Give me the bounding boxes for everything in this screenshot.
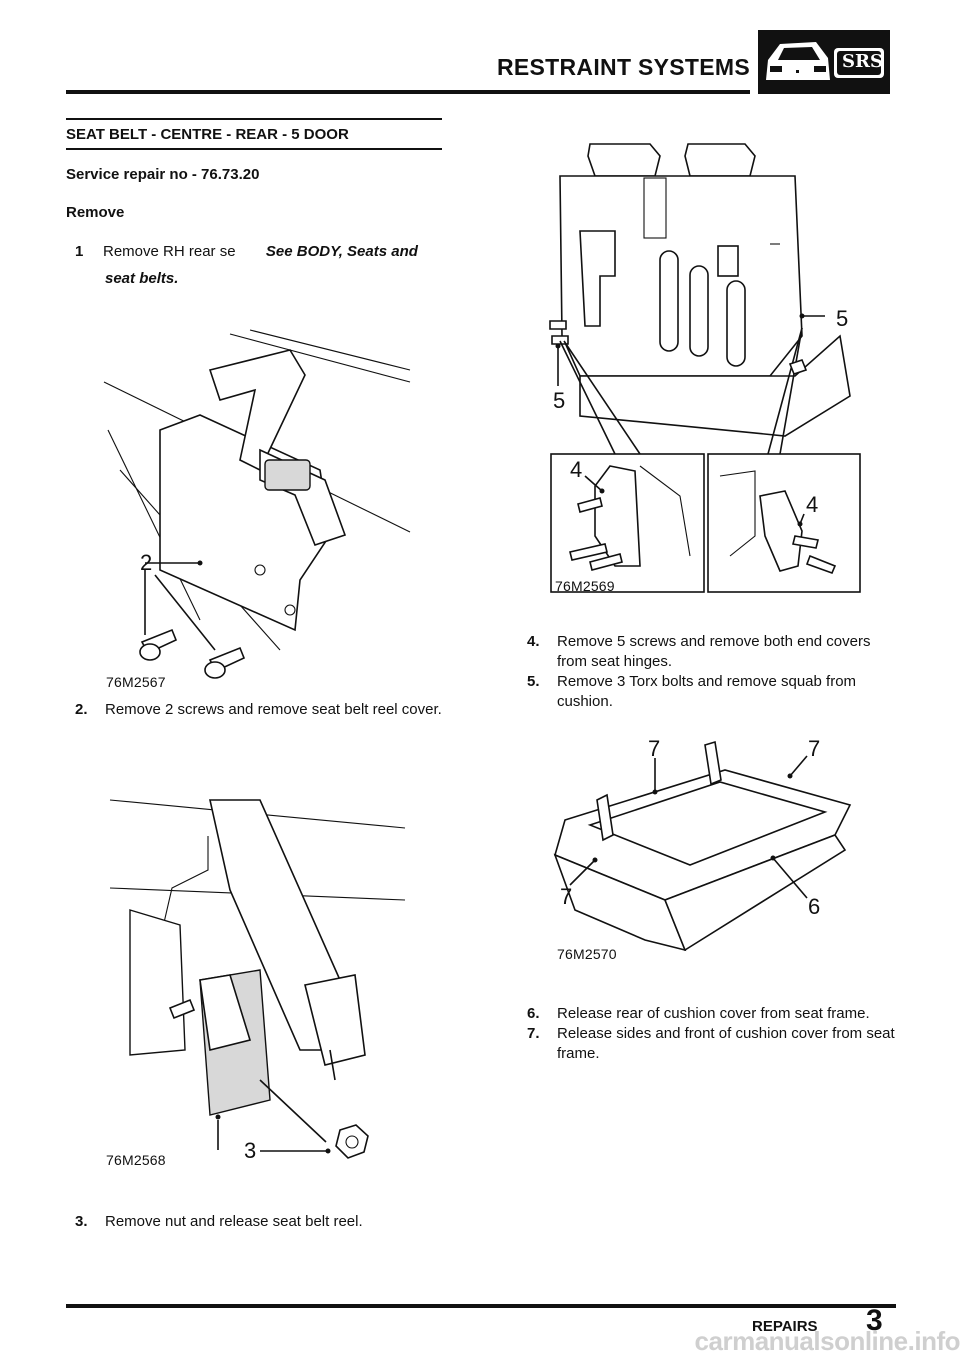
step-4: 4. Remove 5 screws and remove both end c…: [527, 632, 902, 672]
header-rule: [66, 90, 750, 94]
srs-car-icon: [766, 42, 884, 80]
srs-logo: SRS: [758, 30, 890, 94]
step-number: 1: [75, 243, 84, 260]
step-number: 2.: [75, 701, 88, 718]
step-5: 5. Remove 3 Torx bolts and remove squab …: [527, 672, 902, 712]
footer-rule: [66, 1304, 896, 1308]
page-number: 3: [866, 1304, 883, 1337]
figure-label-76M2569: 76M2569: [555, 578, 615, 594]
cross-reference-link[interactable]: See BODY, Seats and: [265, 243, 418, 260]
cross-reference-link-cont[interactable]: seat belts.: [105, 270, 179, 287]
page-header-title: RESTRAINT SYSTEMS: [496, 54, 750, 80]
figure-label-76M2570: 76M2570: [557, 946, 617, 962]
step-number: 3.: [75, 1213, 88, 1230]
step-2: 2. Remove 2 screws and remove seat belt …: [75, 700, 445, 720]
section-top-rule: [66, 118, 442, 120]
figure-76M2568-illustration: [109, 799, 406, 1159]
callout-7-top-right: 7: [808, 736, 821, 761]
section-title: SEAT BELT - CENTRE - REAR - 5 DOOR: [66, 126, 349, 143]
step-6: 6. Release rear of cushion cover from se…: [527, 1004, 902, 1024]
step-text: Release sides and front of cushion cover…: [557, 1025, 895, 1062]
step-text: Remove 5 screws and remove both end cove…: [557, 633, 871, 670]
callout-5-left: 5: [553, 388, 566, 413]
step-text: Remove nut and release seat belt reel.: [105, 1213, 363, 1230]
footer-section-label: REPAIRS: [752, 1318, 818, 1335]
step-3: 3. Remove nut and release seat belt reel…: [75, 1212, 445, 1232]
step-text: Remove RH rear se: [103, 243, 236, 260]
callout-7-left: 7: [560, 884, 573, 909]
figure-76M2570-illustration: [553, 740, 852, 952]
step-number: 7.: [527, 1025, 540, 1042]
callout-7-top-left: 7: [648, 736, 661, 761]
step-number: 6.: [527, 1005, 540, 1022]
figure-label-76M2567: 76M2567: [106, 674, 166, 690]
step-text: Release rear of cushion cover from seat …: [557, 1005, 870, 1022]
callout-5-right: 5: [836, 306, 849, 331]
figure-label-76M2568: 76M2568: [106, 1152, 166, 1168]
step-1: 1 Remove RH rear se See BODY, Seats and: [75, 242, 445, 262]
remove-heading: Remove: [66, 204, 125, 221]
step-text: Remove 2 screws and remove seat belt ree…: [105, 701, 442, 718]
callout-4-right: 4: [806, 492, 819, 517]
watermark: carmanualsonline.info: [694, 1326, 960, 1356]
step-7: 7. Release sides and front of cushion co…: [527, 1024, 902, 1064]
section-bottom-rule: [66, 148, 442, 150]
callout-2: 2: [140, 550, 153, 575]
service-repair-number: Service repair no - 76.73.20: [66, 166, 260, 183]
step-number: 5.: [527, 673, 540, 690]
figure-76M2567-illustration: [103, 329, 411, 679]
step-text: Remove 3 Torx bolts and remove squab fro…: [557, 673, 857, 710]
callout-6: 6: [808, 894, 821, 919]
callout-3: 3: [244, 1138, 257, 1163]
callout-4-left: 4: [570, 457, 583, 482]
figure-76M2569-illustration: [549, 143, 861, 593]
srs-logo-text: SRS: [842, 51, 883, 72]
step-number: 4.: [527, 633, 540, 650]
